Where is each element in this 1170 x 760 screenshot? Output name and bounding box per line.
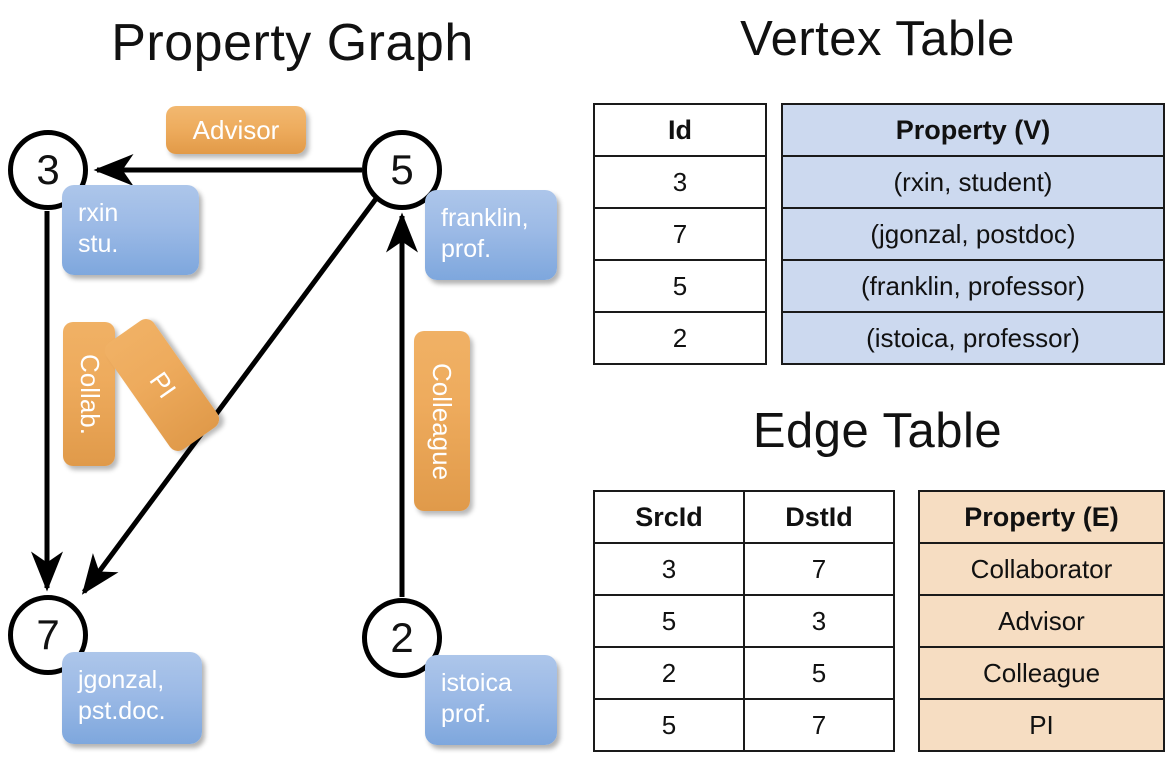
edge-table-property-column: Property (E) Collaborator Advisor Collea…: [918, 490, 1165, 752]
vertex-table-cell-id: 2: [593, 311, 767, 365]
graph-node-7-label: 7: [36, 611, 60, 658]
vertex-table-id-column: Id 3 7 5 2: [593, 103, 767, 365]
table-row[interactable]: 2 5: [593, 646, 895, 700]
vertex-table-header-id: Id: [593, 103, 767, 157]
property-graph-diagram: Advisor Collab. PI Colleague 3 5 7 2 rxi…: [8, 106, 557, 745]
edge-arrow-5-to-7: [81, 194, 381, 595]
table-row[interactable]: (franklin, professor): [781, 259, 1165, 313]
table-header-row: Property (V): [781, 103, 1165, 157]
node-property-box-3-line1: rxin: [78, 199, 119, 227]
table-row[interactable]: (istoica, professor): [781, 311, 1165, 365]
page-title-property-graph: Property Graph: [111, 14, 474, 72]
node-property-box-3[interactable]: rxin stu.: [62, 185, 199, 275]
page-title-edge-table: Edge Table: [752, 404, 1003, 458]
table-row[interactable]: Colleague: [918, 646, 1165, 700]
edge-table-cell-property: Advisor: [918, 594, 1165, 648]
table-row[interactable]: Advisor: [918, 594, 1165, 648]
edge-table-cell-dstid: 3: [743, 594, 895, 648]
vertex-table-cell-id: 5: [593, 259, 767, 313]
vertex-table-cell-property: (franklin, professor): [781, 259, 1165, 313]
table-row[interactable]: 3: [593, 155, 767, 209]
edge-table-cell-srcid: 3: [593, 542, 745, 596]
vertex-table-cell-property: (rxin, student): [781, 155, 1165, 209]
edge-table-cell-property: Colleague: [918, 646, 1165, 700]
vertex-table-cell-id: 3: [593, 155, 767, 209]
node-property-box-2-line2: prof.: [441, 700, 492, 728]
edge-table-header-property: Property (E): [918, 490, 1165, 544]
edge-label-advisor-text: Advisor: [192, 114, 280, 145]
edge-label-advisor[interactable]: Advisor: [166, 106, 306, 154]
edge-table-cell-srcid: 2: [593, 646, 745, 700]
edge-table-cell-dstid: 7: [743, 698, 895, 752]
edge-table-cell-srcid: 5: [593, 594, 745, 648]
table-row[interactable]: 3 7: [593, 542, 895, 596]
table-header-row: SrcId DstId: [593, 490, 895, 544]
table-row[interactable]: PI: [918, 698, 1165, 752]
graph-node-5-label: 5: [390, 146, 414, 193]
graph-edge-arrows: [31, 154, 418, 597]
edge-label-collab-text: Collab.: [74, 353, 105, 435]
node-property-box-7-line1: jgonzal,: [78, 666, 165, 694]
node-property-box-5-line2: prof.: [441, 235, 492, 263]
table-row[interactable]: (jgonzal, postdoc): [781, 207, 1165, 261]
graph-node-2-label: 2: [390, 614, 414, 661]
node-property-box-3-line2: stu.: [78, 230, 119, 258]
table-header-row: Property (E): [918, 490, 1165, 544]
edge-label-colleague[interactable]: Colleague: [414, 331, 470, 511]
table-row[interactable]: 2: [593, 311, 767, 365]
page-title-vertex-table: Vertex Table: [740, 12, 1015, 66]
edge-label-colleague-text: Colleague: [427, 362, 458, 480]
vertex-table-cell-property: (istoica, professor): [781, 311, 1165, 365]
table-row[interactable]: 7: [593, 207, 767, 261]
vertex-table-cell-property: (jgonzal, postdoc): [781, 207, 1165, 261]
table-row[interactable]: Collaborator: [918, 542, 1165, 596]
edge-table-header-srcid: SrcId: [593, 490, 745, 544]
edge-label-pi-text: PI: [143, 366, 182, 404]
edge-table-cell-dstid: 7: [743, 542, 895, 596]
edge-table-cell-property: Collaborator: [918, 542, 1165, 596]
edge-table-cell-srcid: 5: [593, 698, 745, 752]
table-row[interactable]: 5: [593, 259, 767, 313]
graph-node-3-label: 3: [36, 146, 60, 193]
edge-table-cell-property: PI: [918, 698, 1165, 752]
table-row[interactable]: (rxin, student): [781, 155, 1165, 209]
edge-table-header-dstid: DstId: [743, 490, 895, 544]
node-property-box-2[interactable]: istoica prof.: [425, 655, 557, 745]
node-property-box-2-line1: istoica: [441, 669, 512, 697]
node-property-box-7[interactable]: jgonzal, pst.doc.: [62, 652, 202, 744]
node-property-box-7-line2: pst.doc.: [78, 697, 166, 725]
node-property-box-5[interactable]: franklin, prof.: [425, 190, 557, 280]
table-row[interactable]: 5 3: [593, 594, 895, 648]
vertex-table-property-column: Property (V) (rxin, student) (jgonzal, p…: [781, 103, 1165, 365]
vertex-table-cell-id: 7: [593, 207, 767, 261]
table-header-row: Id: [593, 103, 767, 157]
vertex-table-header-property: Property (V): [781, 103, 1165, 157]
edge-table-key-columns: SrcId DstId 3 7 5 3 2 5 5 7: [593, 490, 895, 752]
edge-table-cell-dstid: 5: [743, 646, 895, 700]
table-row[interactable]: 5 7: [593, 698, 895, 752]
node-property-box-5-line1: franklin,: [441, 204, 529, 232]
